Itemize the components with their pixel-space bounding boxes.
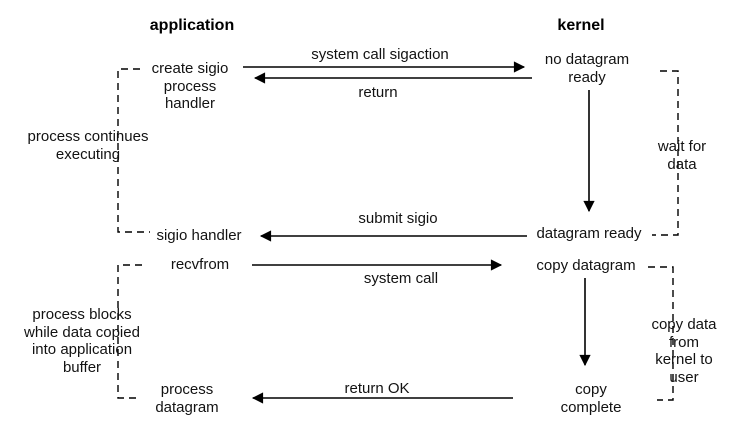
arrow-label-return-ok: return OK: [344, 380, 410, 397]
step-process-datagram: process datagram: [155, 381, 219, 416]
note-process-blocks: process blocks while data copied into ap…: [24, 306, 140, 376]
step-create-sigio-handler: create sigio process handler: [151, 60, 229, 112]
column-header-application: application: [149, 17, 235, 34]
note-wait-for-data: wait for data: [657, 138, 707, 173]
step-no-datagram-ready: no datagram ready: [544, 51, 630, 86]
step-copy-complete: copy complete: [560, 381, 622, 416]
step-copy-datagram: copy datagram: [536, 257, 636, 274]
column-header-kernel: kernel: [557, 17, 605, 34]
note-copy-data-from: copy data from kernel to user: [651, 316, 717, 386]
step-sigio-handler: sigio handler: [156, 227, 242, 244]
bracket-copy-data: [648, 266, 674, 401]
note-process-continues: process continues executing: [27, 128, 149, 163]
arrow-label-system-call: system call: [363, 270, 439, 287]
step-recvfrom: recvfrom: [170, 256, 230, 273]
step-datagram-ready: datagram ready: [536, 225, 642, 242]
arrow-label-return: return: [358, 84, 398, 101]
bracket-process-blocks: [117, 264, 142, 399]
arrow-label-sigaction: system call sigaction: [311, 46, 449, 63]
arrow-label-submit-sigio: submit sigio: [358, 210, 438, 227]
bracket-wait-for-data: [652, 70, 679, 236]
